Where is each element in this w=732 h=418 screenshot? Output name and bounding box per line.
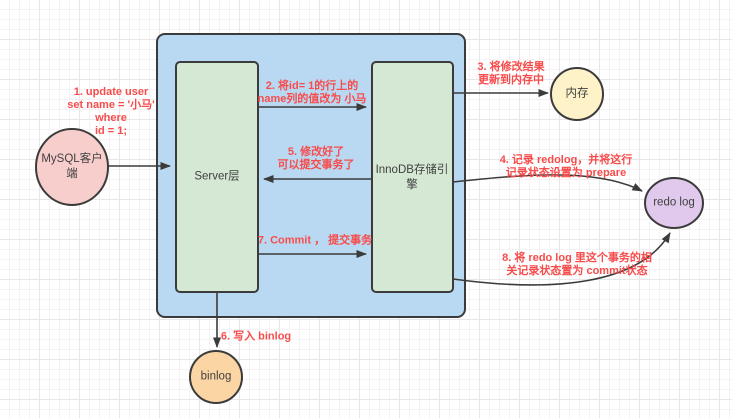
redo-log-ellipse (644, 177, 704, 229)
memory-circle (550, 67, 604, 121)
arrow-step4-innodb-to-redolog (452, 174, 643, 192)
mysql-client-ellipse (35, 128, 109, 206)
server-layer-box (175, 61, 259, 293)
binlog-circle (189, 350, 243, 404)
arrow-step8-innodb-to-redolog (452, 232, 671, 286)
innodb-engine-box (371, 61, 454, 293)
